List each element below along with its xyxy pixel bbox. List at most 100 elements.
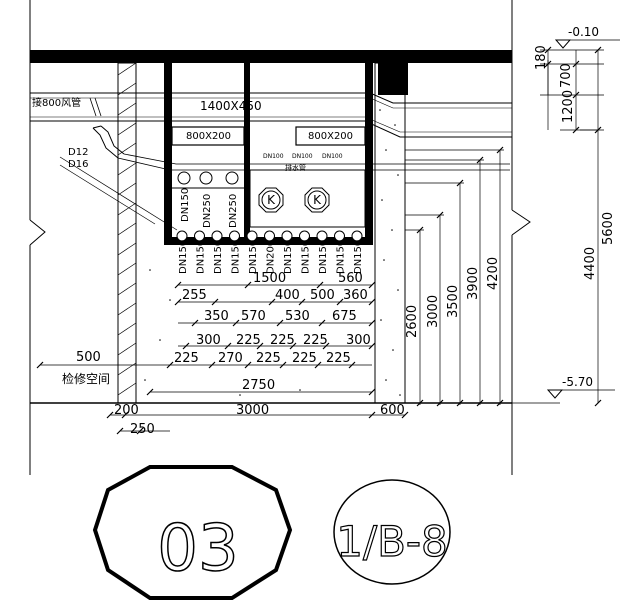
detail-octagon	[92, 465, 293, 600]
vertical-dim-tick	[416, 399, 424, 407]
dim-tick	[106, 411, 114, 419]
dim-tick	[208, 361, 216, 369]
valve-k-2	[304, 187, 330, 213]
dim-tick	[116, 427, 124, 435]
row1-text-2: 560	[338, 271, 363, 286]
reference-circle	[333, 479, 451, 585]
bottom-pipe-label: DN150	[353, 240, 364, 274]
bottom-pipe-label: DN150	[301, 240, 312, 274]
dim-tick	[314, 361, 322, 369]
dim-tick	[316, 281, 324, 289]
bottom-pipe-label: DN150	[178, 240, 189, 274]
bottom-pipe-label: DN150	[196, 240, 207, 274]
row3-text-2: 570	[241, 309, 266, 324]
bottom-pipe-label: DN200	[266, 240, 277, 274]
row4-text-4: 225	[303, 333, 328, 348]
leader-2	[59, 164, 156, 225]
rdim-180: 180	[534, 45, 549, 70]
vdim-3000: 3000	[426, 295, 441, 328]
bottom-pipe-symbol	[264, 230, 275, 242]
row5-text-2: 270	[218, 351, 243, 366]
maintenance-space-note: 检修空间	[62, 371, 110, 386]
row4-text-3: 225	[270, 333, 295, 348]
dim-250: 250	[130, 422, 155, 437]
duct-a-label: 800X200	[186, 131, 231, 142]
main-duct: 1400X450 接800风管	[30, 92, 512, 138]
row2-text-4: 360	[343, 288, 368, 303]
ceiling-slab	[30, 50, 512, 63]
vertical-dim-tick	[572, 91, 580, 99]
left-dim-500: 500	[76, 350, 101, 365]
pipe-label-2: DN250	[202, 194, 213, 228]
vertical-dim-tick	[496, 399, 504, 407]
tiny-note-1: DN100	[263, 153, 284, 160]
valve-ring-2	[307, 190, 327, 210]
label-d12: D12	[68, 147, 88, 158]
drop-pipe: D12 D16	[59, 125, 510, 231]
dim-2750: 2750	[242, 378, 275, 393]
dim-tick	[244, 281, 252, 289]
vertical-dims	[405, 49, 604, 405]
dim-tick	[211, 298, 219, 306]
main-duct-label: 1400X450	[200, 99, 262, 113]
valve-k-1-label: K	[267, 193, 276, 207]
row2-text-1: 255	[182, 288, 207, 303]
row5-text-4: 225	[292, 351, 317, 366]
shaft: 800X200 800X200 DN100 DN100 DN100 排水管	[164, 63, 373, 245]
vdim-3500: 3500	[446, 285, 461, 318]
vertical-dim-tick	[572, 126, 580, 134]
dim-tick	[298, 298, 306, 306]
vertical-dim-ticks	[416, 46, 602, 407]
dim-tick	[182, 342, 190, 350]
bottom-pipe-symbol	[176, 230, 188, 242]
vdim-4200: 4200	[486, 257, 501, 290]
vertical-dim-tick	[544, 46, 552, 54]
row3-text-3: 530	[285, 309, 310, 324]
detail-label: 03	[92, 465, 293, 600]
duct-box-a	[171, 126, 245, 146]
rdim-1200: 1200	[561, 90, 576, 123]
elev-top-triangle	[554, 39, 572, 49]
duct-b-label: 800X200	[308, 131, 353, 142]
pipe-label-1: DN150	[180, 188, 191, 222]
elevation-marks: -0.10 -5.70	[546, 25, 620, 399]
valve-k-1	[258, 187, 284, 213]
bottom-pipe-label: DN150	[336, 240, 347, 274]
break-mark-1	[89, 97, 97, 117]
vertical-dim-tick	[594, 399, 602, 407]
valve-box	[249, 169, 366, 228]
vertical-dim-tick	[456, 179, 464, 187]
row1-text-1: 1500	[253, 271, 286, 286]
vertical-dim-tick	[436, 399, 444, 407]
bottom-pipe-label: DN150	[231, 240, 242, 274]
elev-bottom-triangle	[546, 389, 564, 399]
duct-box-b	[295, 126, 366, 146]
reference-text: 1/B-8	[336, 517, 448, 566]
bottom-pipe-symbol	[351, 230, 363, 242]
dim-tick	[322, 342, 330, 350]
tiny-note-3: DN100	[322, 153, 343, 160]
dim-tick	[224, 342, 232, 350]
rdim-4400: 4400	[583, 247, 598, 280]
row3-text-4: 675	[332, 309, 357, 324]
bottom-pipe-symbol	[334, 230, 345, 242]
bottom-pipe-label: DN150	[213, 240, 224, 274]
bottom-pipe-symbol	[211, 230, 223, 242]
dim-tick	[279, 361, 287, 369]
break-right	[511, 209, 531, 236]
bottom-pipe-label: DN150	[283, 240, 294, 274]
column-speckle	[144, 109, 401, 396]
row4-text-5: 300	[346, 333, 371, 348]
dim-tick	[368, 342, 376, 350]
vertical-dim-tick	[476, 156, 484, 164]
vertical-dim-tick	[594, 46, 602, 54]
pipe-label-3: DN250	[228, 194, 239, 228]
dim-tick	[276, 319, 284, 327]
dim-tick	[36, 361, 44, 369]
duct-left-label: 接800风管	[32, 96, 81, 109]
tiny-note-2: DN100	[292, 153, 313, 160]
tiny-note-drain: 排水管	[285, 163, 306, 172]
row4-text-1: 300	[196, 333, 221, 348]
bottom-pipe-symbol	[316, 230, 328, 242]
vertical-dim-tick	[476, 399, 484, 407]
